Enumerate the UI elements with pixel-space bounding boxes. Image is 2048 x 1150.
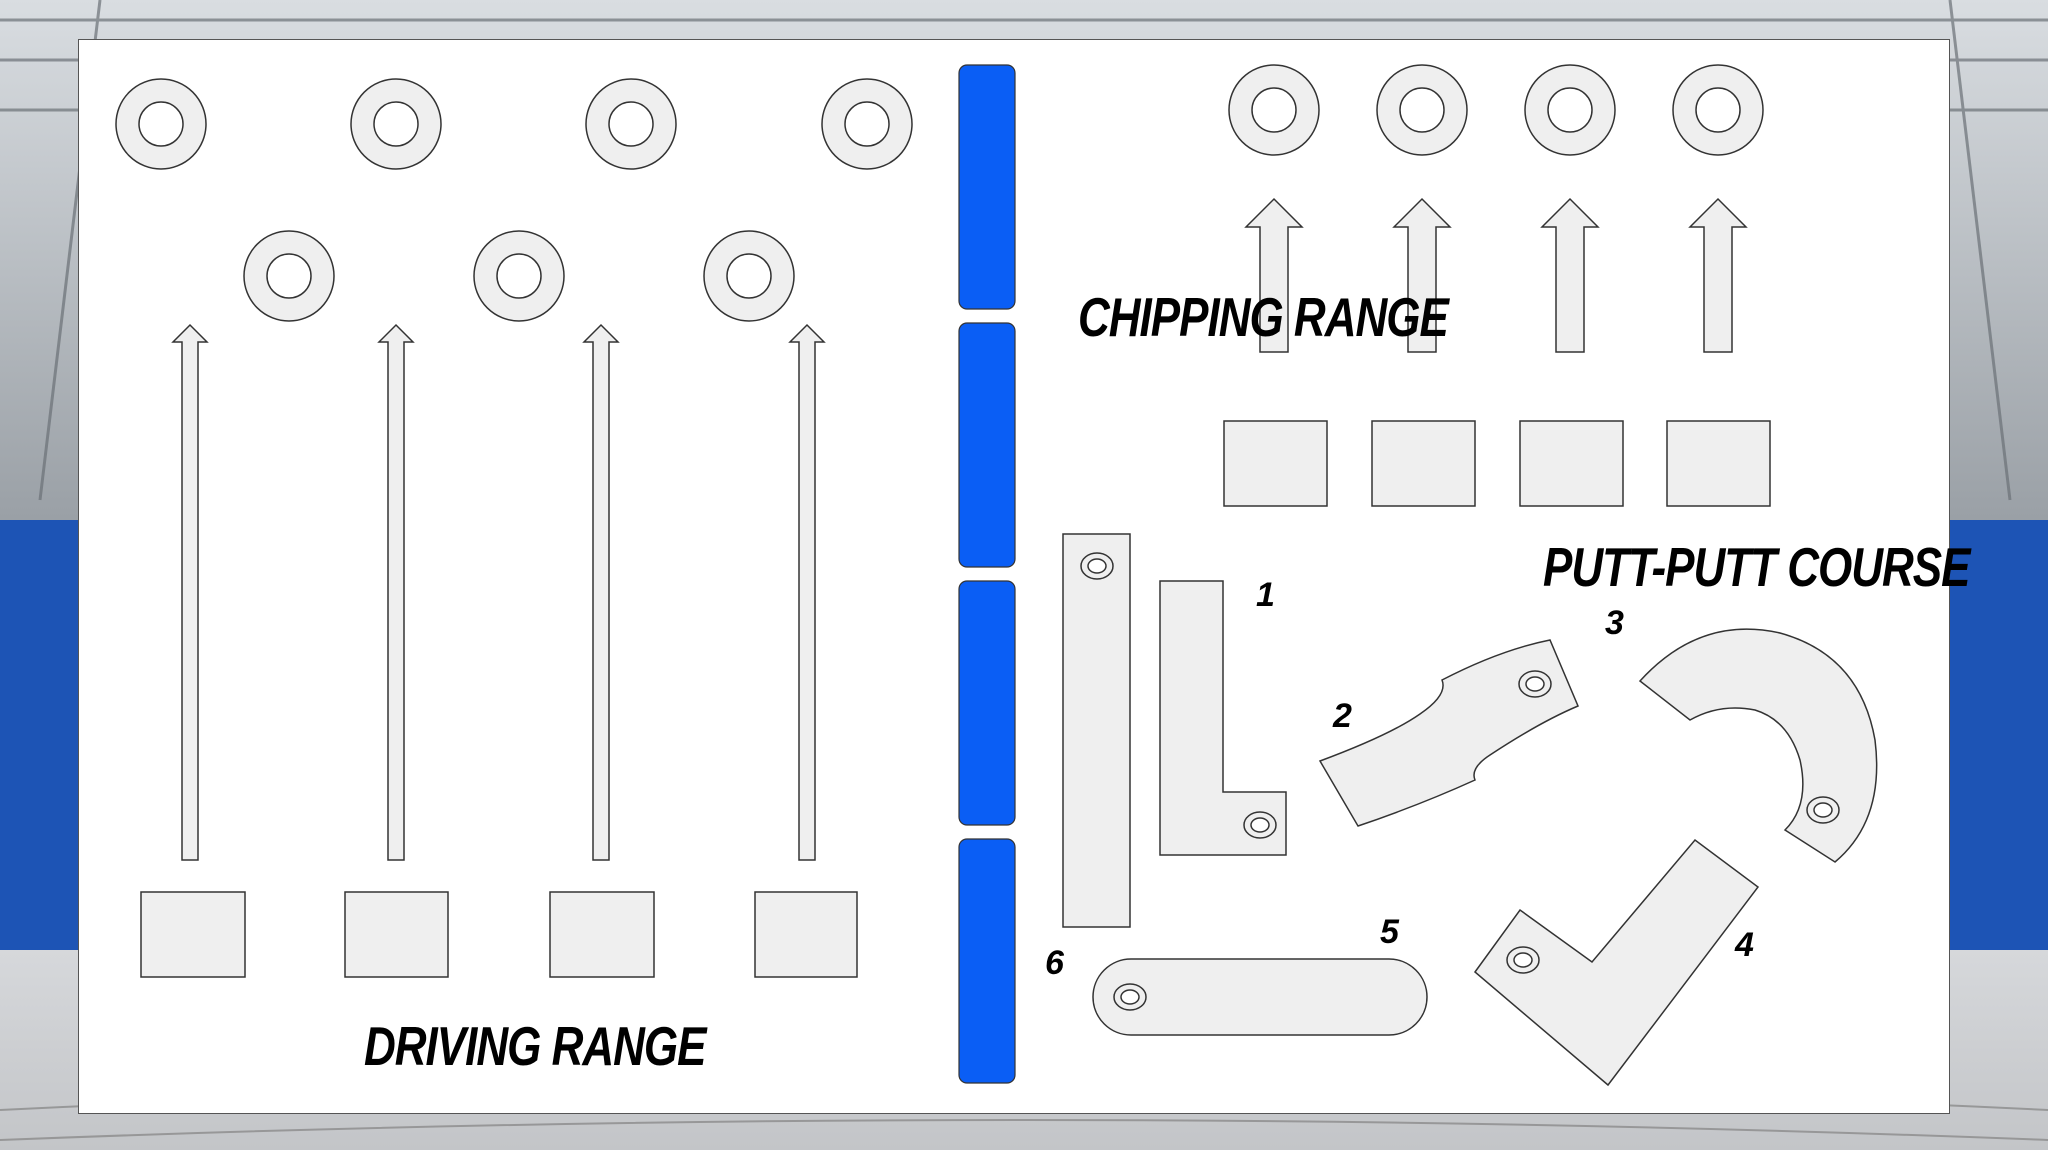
putt-hole-5 bbox=[1092, 958, 1428, 1036]
chipping-range-mats bbox=[1223, 420, 1771, 507]
putt-hole-1 bbox=[1159, 580, 1287, 856]
target-ring-icon bbox=[821, 78, 913, 170]
target-ring-icon bbox=[350, 78, 442, 170]
arrow-up-icon bbox=[1688, 197, 1748, 353]
driving-range-arrows bbox=[171, 323, 826, 861]
chipping-range-arrows bbox=[1244, 197, 1748, 353]
arrow-up-icon bbox=[1392, 197, 1452, 353]
cup-icon bbox=[1080, 552, 1114, 580]
cup-icon bbox=[1506, 946, 1540, 974]
arrow-up-icon bbox=[1540, 197, 1600, 353]
hole-number-2: 2 bbox=[1333, 697, 1352, 735]
divider-panel bbox=[958, 64, 1016, 310]
driving-range-targets bbox=[115, 78, 913, 322]
arrow-up-icon bbox=[788, 323, 826, 861]
hole-number-1: 1 bbox=[1256, 576, 1275, 614]
putt-hole-2 bbox=[1318, 639, 1579, 827]
driving-range-mats bbox=[140, 891, 858, 978]
cup-icon bbox=[1243, 811, 1277, 839]
cup-icon bbox=[1518, 670, 1552, 698]
arrow-up-icon bbox=[1244, 197, 1304, 353]
arrow-up-icon bbox=[171, 323, 209, 861]
divider-panel bbox=[958, 580, 1016, 826]
target-ring-icon bbox=[703, 230, 795, 322]
chip-mat bbox=[1223, 420, 1328, 507]
chipping-range-targets bbox=[1228, 64, 1764, 156]
target-ring-icon bbox=[1524, 64, 1616, 156]
divider-panel bbox=[958, 838, 1016, 1084]
chip-mat bbox=[1371, 420, 1476, 507]
tee-mat bbox=[344, 891, 449, 978]
divider-panel bbox=[958, 322, 1016, 568]
target-ring-icon bbox=[243, 230, 335, 322]
driving-range-label: DRIVING RANGE bbox=[364, 1016, 706, 1078]
putt-hole-3 bbox=[1638, 628, 1878, 863]
arrow-up-icon bbox=[582, 323, 620, 861]
hole-number-5: 5 bbox=[1380, 913, 1399, 951]
chip-mat bbox=[1519, 420, 1624, 507]
hole-number-3: 3 bbox=[1605, 604, 1624, 642]
putt-hole-4 bbox=[1473, 838, 1760, 1087]
target-ring-icon bbox=[1228, 64, 1320, 156]
cup-icon bbox=[1113, 983, 1147, 1011]
cup-icon bbox=[1806, 796, 1840, 824]
hole-number-4: 4 bbox=[1735, 926, 1754, 964]
putt-hole-6 bbox=[1062, 533, 1131, 928]
tee-mat bbox=[549, 891, 655, 978]
hole-number-6: 6 bbox=[1045, 944, 1064, 982]
chipping-range-label: CHIPPING RANGE bbox=[1078, 287, 1449, 349]
putt-putt-course-label: PUTT-PUTT COURSE bbox=[1543, 537, 1970, 599]
target-ring-icon bbox=[585, 78, 677, 170]
target-ring-icon bbox=[473, 230, 565, 322]
target-ring-icon bbox=[1672, 64, 1764, 156]
arrow-up-icon bbox=[377, 323, 415, 861]
target-ring-icon bbox=[1376, 64, 1468, 156]
divider-wall bbox=[958, 64, 1016, 1084]
putt-putt-course bbox=[1062, 533, 1878, 1087]
target-ring-icon bbox=[115, 78, 207, 170]
tee-mat bbox=[140, 891, 246, 978]
chip-mat bbox=[1666, 420, 1771, 507]
tee-mat bbox=[754, 891, 858, 978]
